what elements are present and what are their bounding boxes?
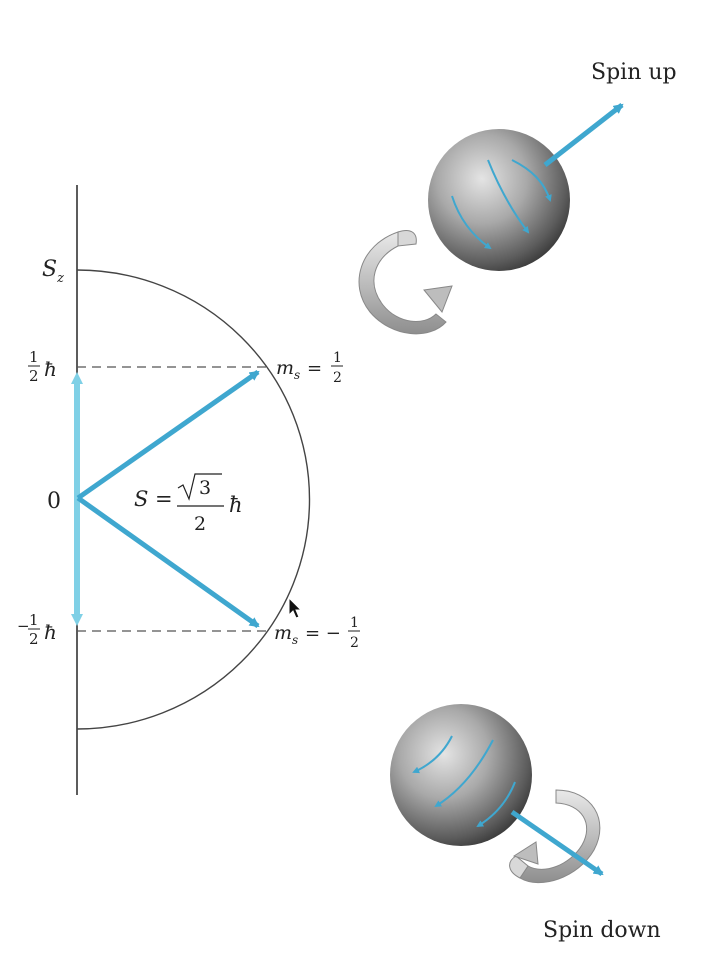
svg-text:2: 2 [29,630,39,648]
svg-text:3: 3 [199,477,211,499]
spin-down-axis-arrow [510,809,604,877]
svg-text:1: 1 [29,348,39,366]
spin-up-electron [358,103,624,335]
svg-text:2: 2 [350,635,359,651]
svg-text:ms: ms [276,357,300,382]
spin-up-axis-arrow [543,103,624,167]
ms-up-label: ms = 1 2 [276,350,343,386]
spin-magnitude-arc [76,269,311,730]
spin-down-electron [390,704,604,884]
spin-vector-down [76,495,260,629]
svg-text:1: 1 [333,350,342,366]
svg-text:=: = [307,358,322,379]
level-down-label: − 1 2 ħ [17,611,57,648]
svg-text:S =: S = [134,487,173,511]
spin-down-label: Spin down [543,918,661,943]
svg-text:2: 2 [333,370,342,386]
zero-label: 0 [47,489,61,514]
svg-text:ħ: ħ [44,620,57,644]
spin-vector-up [76,369,260,501]
svg-text:2: 2 [194,513,206,535]
spin-magnitude-label: S = 3 2 ħ [134,473,243,535]
svg-text:1: 1 [29,611,39,629]
svg-text:1: 1 [350,615,359,631]
svg-text:ms: ms [274,622,298,647]
spin-up-label: Spin up [591,60,677,85]
svg-text:= −: = − [305,623,341,644]
sz-axis-label: Sz [42,257,64,286]
level-up-label: 1 2 ħ [28,348,57,385]
ms-down-label: ms = − 1 2 [274,615,360,651]
svg-text:ħ: ħ [44,357,57,381]
svg-text:ħ: ħ [229,493,243,517]
rotation-ribbon-up-icon [358,230,453,335]
svg-text:−: − [17,617,30,635]
svg-text:2: 2 [29,367,39,385]
mouse-cursor-icon [288,597,303,619]
